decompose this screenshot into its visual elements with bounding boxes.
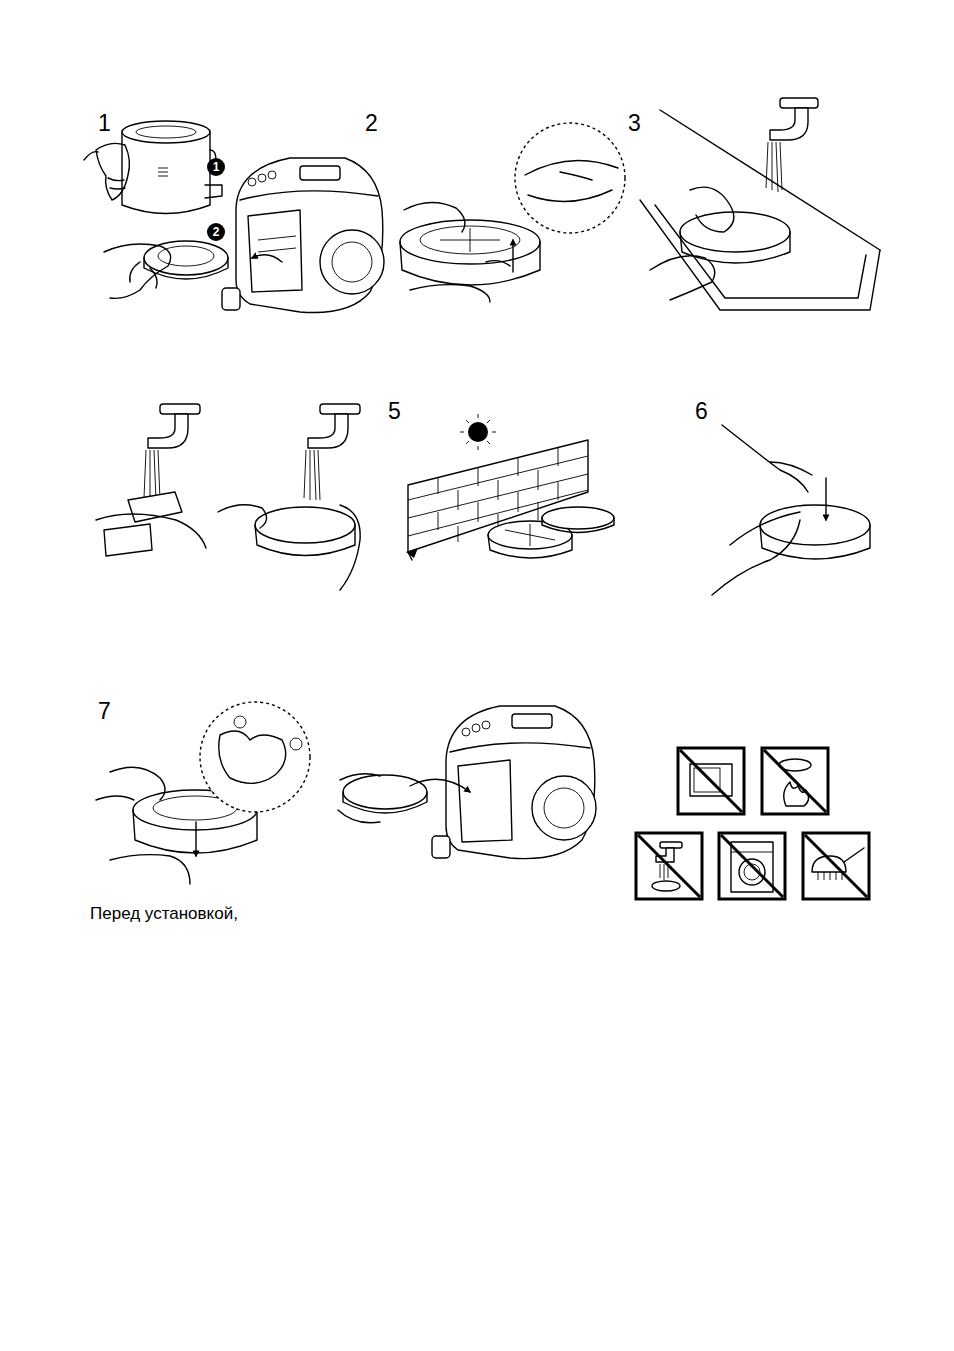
step4-figure: [96, 404, 360, 590]
callout-number: 1: [213, 161, 220, 173]
step-number: 6: [695, 400, 708, 423]
step6-figure: [712, 425, 870, 595]
step2-figure: [400, 123, 625, 302]
step-number: 3: [628, 112, 641, 135]
step-number: 2: [365, 112, 378, 135]
step1-figure: [84, 121, 384, 313]
step5-figure: [406, 414, 614, 560]
prohibition-icons: [636, 748, 869, 899]
step-number: 7: [98, 700, 111, 723]
step-number: 1: [98, 112, 111, 135]
step-number: 5: [388, 400, 401, 423]
step7-figure: [96, 702, 596, 884]
step3-figure: [640, 98, 880, 310]
callout-number: 2: [213, 226, 220, 238]
note-text: Перед установкой,: [90, 905, 238, 922]
